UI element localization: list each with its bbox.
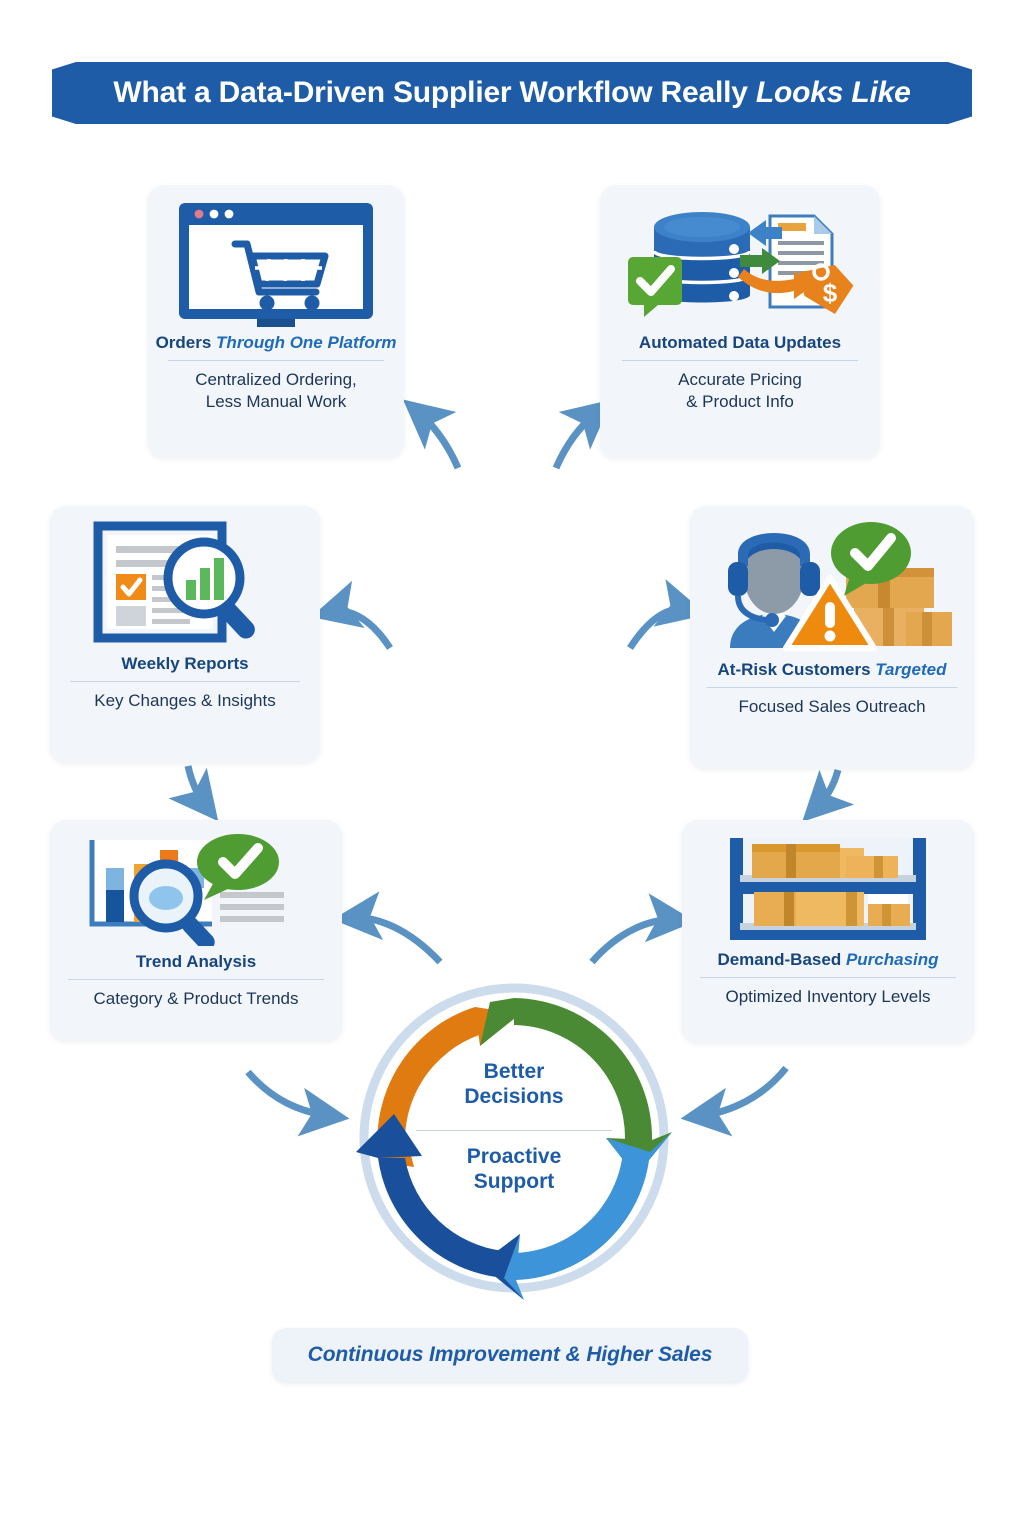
card-demand-title: Demand-Based Purchasing (717, 950, 938, 970)
cycle-label-top: Better Decisions (334, 1060, 694, 1110)
arrow-to-at-risk (627, 579, 708, 650)
cycle-label-top-line2: Decisions (464, 1084, 564, 1108)
footer-pill: Continuous Improvement & Higher Sales (272, 1328, 748, 1382)
card-reports-figure (90, 520, 280, 648)
arrow-atrisk-to-demand (802, 769, 855, 822)
card-demand-sub-line1: Optimized Inventory Levels (725, 986, 931, 1006)
card-data-title-regular: Automated Data Updates (638, 333, 842, 352)
card-reports-sub-line1: Key Changes & Insights (94, 690, 276, 710)
card-weekly-reports[interactable]: Weekly Reports Key Changes & Insights (50, 506, 320, 762)
arrow-to-demand-based (589, 893, 696, 965)
arrow-reports-to-trend (168, 765, 219, 822)
card-data-sub-line1: Accurate Pricing (678, 369, 802, 389)
card-atrisk-title-regular: At-Risk Customers (717, 660, 876, 679)
card-reports-divider (70, 680, 300, 682)
banner-title-regular: What a Data-Driven Supplier Workflow Rea… (113, 76, 756, 109)
card-atrisk-figure (708, 520, 956, 654)
card-demand-subtitle: Optimized Inventory Levels (725, 986, 930, 1009)
monitor-shopping-cart-icon (179, 203, 373, 327)
card-demand-divider (700, 976, 956, 978)
card-demand-title-italic: Purchasing (845, 950, 939, 969)
card-trend-figure (78, 834, 314, 946)
cycle-label-bottom: Proactive Support (334, 1145, 694, 1195)
card-data-figure: $ (618, 199, 862, 327)
card-data-title: Automated Data Updates (639, 333, 841, 353)
card-demand-title-regular: Demand-Based (717, 950, 846, 969)
continuous-cycle-diagram: Better Decisions Proactive Support (334, 962, 694, 1314)
card-automated-data-updates[interactable]: $ Automated Data Updates Accurate Pricin… (600, 185, 880, 457)
cycle-label-bottom-line2: Support (473, 1169, 555, 1193)
arrow-to-trend-analysis (332, 891, 443, 965)
card-data-subtitle: Accurate Pricing & Product Info (678, 369, 802, 415)
card-trend-analysis[interactable]: Trend Analysis Category & Product Trends (50, 820, 342, 1040)
card-atrisk-subtitle: Focused Sales Outreach (738, 696, 925, 719)
arrow-data-to-orders (402, 399, 462, 470)
barchart-magnifier-check-icon (89, 834, 284, 946)
svg-text:$: $ (823, 278, 838, 308)
card-reports-title-regular: Weekly Reports (121, 654, 249, 673)
footer-pill-text: Continuous Improvement & Higher Sales (307, 1343, 713, 1366)
cycle-arrow-dark-blue (356, 1114, 524, 1300)
arrow-demand-to-cycle (680, 1065, 789, 1137)
card-reports-title: Weekly Reports (121, 654, 248, 674)
price-tag-icon: $ (799, 263, 854, 315)
card-data-divider (622, 359, 858, 361)
cycle-label-divider (416, 1130, 612, 1131)
green-check-bubble-icon (197, 834, 279, 900)
cycle-track-ring (359, 983, 669, 1293)
card-atrisk-sub-line1: Focused Sales Outreach (738, 696, 926, 716)
card-orders-title: Orders Through One Platform (156, 333, 397, 353)
card-data-sub-line2: & Product Info (686, 392, 794, 412)
card-reports-subtitle: Key Changes & Insights (94, 690, 275, 713)
warning-triangle-icon (783, 575, 877, 651)
card-trend-divider (68, 978, 324, 980)
card-demand-figure (722, 834, 934, 944)
cycle-label-top-line1: Better (483, 1060, 545, 1083)
card-atrisk-title-italic: Targeted (875, 660, 947, 679)
card-atrisk-title: At-Risk Customers Targeted (718, 660, 947, 680)
green-check-bubble-icon (831, 522, 911, 596)
report-magnifier-barchart-icon (93, 521, 255, 643)
card-orders-sub-line1: Centralized Ordering, (195, 369, 357, 389)
card-orders-figure (173, 199, 379, 327)
card-orders-title-regular: Orders (155, 333, 217, 352)
cycle-arrows-svg (356, 983, 672, 1300)
arrow-up-to-data (552, 399, 613, 470)
warehouse-shelf-boxes-icon (730, 838, 926, 940)
card-orders-through-one-platform[interactable]: Orders Through One Platform Centralized … (148, 185, 404, 457)
card-trend-subtitle: Category & Product Trends (93, 988, 298, 1011)
card-trend-title-regular: Trend Analysis (135, 952, 257, 971)
card-trend-title: Trend Analysis (136, 952, 256, 972)
arrow-to-weekly-reports (311, 580, 393, 650)
title-banner: What a Data-Driven Supplier Workflow Rea… (52, 62, 972, 124)
card-at-risk-customers-targeted[interactable]: At-Risk Customers Targeted Focused Sales… (690, 506, 974, 768)
card-atrisk-divider (707, 686, 957, 688)
green-check-bubble-icon (628, 257, 682, 317)
card-demand-based-purchasing[interactable]: Demand-Based Purchasing Optimized Invent… (682, 820, 974, 1042)
card-orders-title-italic: Through One Platform (216, 333, 397, 352)
title-banner-inner: What a Data-Driven Supplier Workflow Rea… (113, 76, 910, 110)
support-agent-icon (728, 533, 820, 648)
banner-title-italic: Looks Like (755, 76, 911, 109)
database-document-pricetag-icon: $ (628, 212, 854, 317)
support-agent-warning-boxes-icon (728, 522, 952, 651)
cycle-label-bottom-line1: Proactive (466, 1145, 562, 1168)
card-orders-subtitle: Centralized Ordering, Less Manual Work (195, 369, 357, 415)
card-orders-divider (168, 359, 384, 361)
card-orders-sub-line2: Less Manual Work (205, 392, 347, 412)
arrow-trend-to-cycle (245, 1069, 350, 1137)
card-trend-sub-line1: Category & Product Trends (93, 988, 299, 1008)
